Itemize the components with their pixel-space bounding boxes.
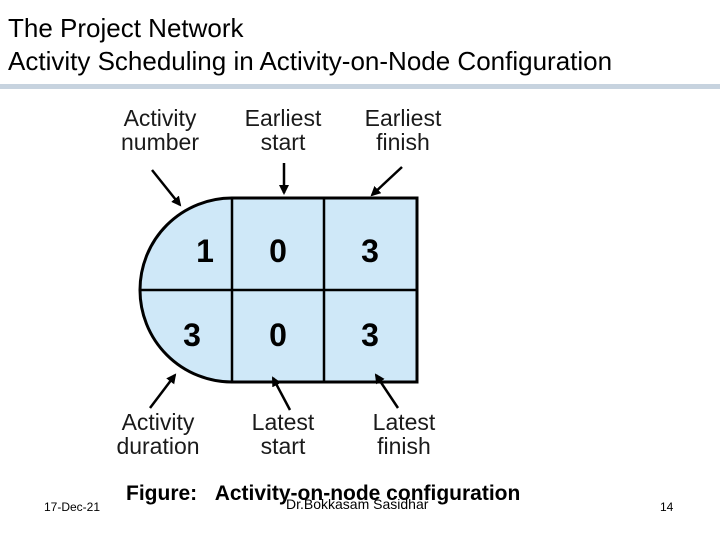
label-activity-duration-line-2: duration [116,433,199,459]
cell-latest-start: 0 [269,317,287,353]
footer-author: Dr.Bokkasam Sasidhar [286,496,429,512]
label-latest-start: Latest start [252,409,315,459]
label-latest-start-line-2: start [261,433,306,459]
arrow-earliest-finish [370,166,403,197]
label-earliest-finish: Earliest finish [365,105,442,155]
label-activity-number: Activity number [121,105,199,155]
cell-latest-finish: 3 [361,317,379,353]
cell-earliest-finish: 3 [361,233,379,269]
label-earliest-finish-line-2: finish [376,129,430,155]
label-latest-finish-line-1: Latest [373,409,436,435]
arrow-activity-number [151,169,182,207]
label-earliest-start-line-2: start [261,129,306,155]
cell-activity-duration: 3 [183,317,201,353]
arrow-activity-duration [149,373,177,409]
label-latest-finish-line-2: finish [377,433,431,459]
cell-activity-number: 1 [196,233,214,269]
figure-caption-prefix: Figure: [126,482,198,505]
title-divider [0,84,720,89]
label-earliest-start-line-1: Earliest [245,105,322,131]
figure-caption-text: Activity-on-node configuration [214,482,521,505]
label-earliest-finish-line-1: Earliest [365,105,442,131]
label-latest-finish: Latest finish [373,409,436,459]
figure-caption: Figure: Activity-on-node configuration [126,482,520,506]
slide-title-line-2: Activity Scheduling in Activity-on-Node … [8,46,613,76]
arrow-latest-finish [374,373,400,409]
page-number: 14 [660,500,674,514]
cell-earliest-start: 0 [269,233,287,269]
label-activity-duration-line-1: Activity [122,409,195,435]
slide-title-line-1: The Project Network [8,13,244,43]
label-latest-start-line-1: Latest [252,409,315,435]
footer-date: 17-Dec-21 [44,500,101,514]
label-activity-duration: Activity duration [116,409,199,459]
label-earliest-start: Earliest start [245,105,322,155]
label-activity-number-line-2: number [121,129,199,155]
label-activity-number-line-1: Activity [124,105,197,131]
slide-title: The Project Network Activity Scheduling … [8,12,612,78]
arrow-latest-start [271,376,292,411]
